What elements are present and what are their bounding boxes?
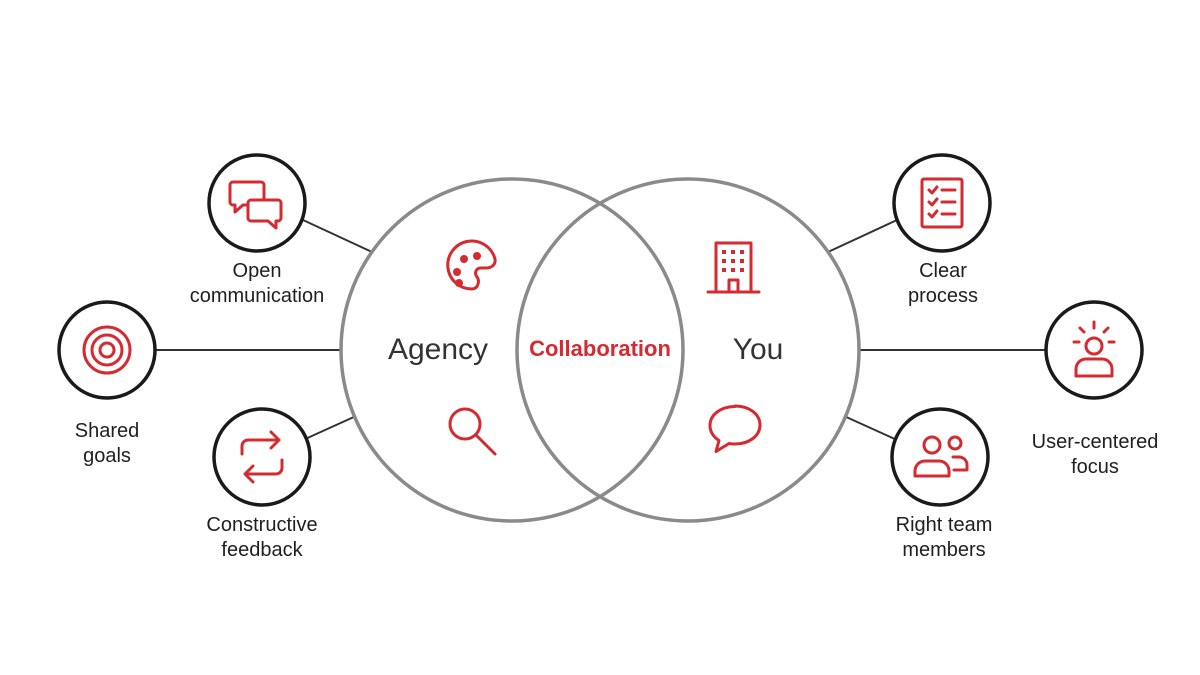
shared-goals-label: Shared goals: [74, 420, 140, 467]
target-icon: [82, 325, 132, 375]
user-centered-focus-label: User-centered focus: [1031, 431, 1159, 478]
chat-bubbles-icon: [228, 180, 283, 230]
clear-process-label: Clear process: [907, 260, 979, 307]
checklist-icon: [920, 177, 964, 229]
constructive-feedback-label: Constructive feedback: [206, 514, 318, 561]
magnifier-icon: [448, 407, 497, 456]
speech-bubble-icon: [708, 404, 762, 453]
badge-constructive-feedback: [212, 407, 312, 507]
open-communication-label: Open communication: [189, 260, 325, 307]
agency-circle: [339, 177, 685, 523]
user-spotlight-icon: [1072, 320, 1116, 378]
connector-constructive-feedback: [302, 415, 357, 441]
badge-user-centered-focus: [1044, 300, 1144, 400]
connector-right-team-members: [843, 415, 898, 441]
connector-clear-process: [827, 219, 898, 253]
right-team-members-label: Right team members: [895, 514, 993, 561]
collaboration-label: Collaboration: [529, 336, 671, 361]
agency-label: Agency: [387, 333, 489, 366]
badge-shared-goals: [57, 300, 157, 400]
connector-open-communication: [302, 219, 373, 253]
palette-icon: [446, 239, 497, 291]
badge-right-team-members: [890, 407, 990, 507]
you-circle: [515, 177, 861, 523]
you-label: You: [732, 333, 784, 366]
team-icon: [913, 435, 969, 478]
refresh-arrows-icon: [240, 430, 284, 484]
connector-lines: [155, 219, 1045, 441]
building-icon: [706, 241, 761, 294]
